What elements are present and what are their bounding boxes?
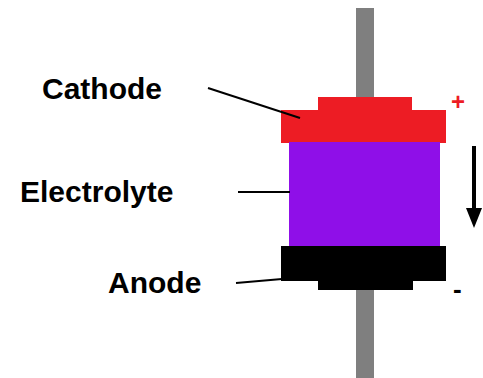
part-label: Electrolyte — [20, 177, 173, 207]
leader-line — [238, 191, 290, 193]
anode-base — [281, 246, 446, 281]
cathode-cap — [281, 110, 446, 143]
leader-line — [208, 88, 300, 118]
anode-base-bottom — [318, 280, 413, 290]
part-label: Anode — [108, 268, 201, 298]
cathode-cap-top — [318, 97, 412, 111]
current-arrowhead — [466, 208, 482, 228]
polarity-sign: + — [451, 90, 465, 114]
polarity-sign: - — [453, 276, 462, 302]
current-arrow — [472, 146, 476, 212]
leader-line — [236, 279, 282, 283]
part-label: Cathode — [42, 74, 162, 104]
electrolyte-body — [289, 142, 440, 247]
